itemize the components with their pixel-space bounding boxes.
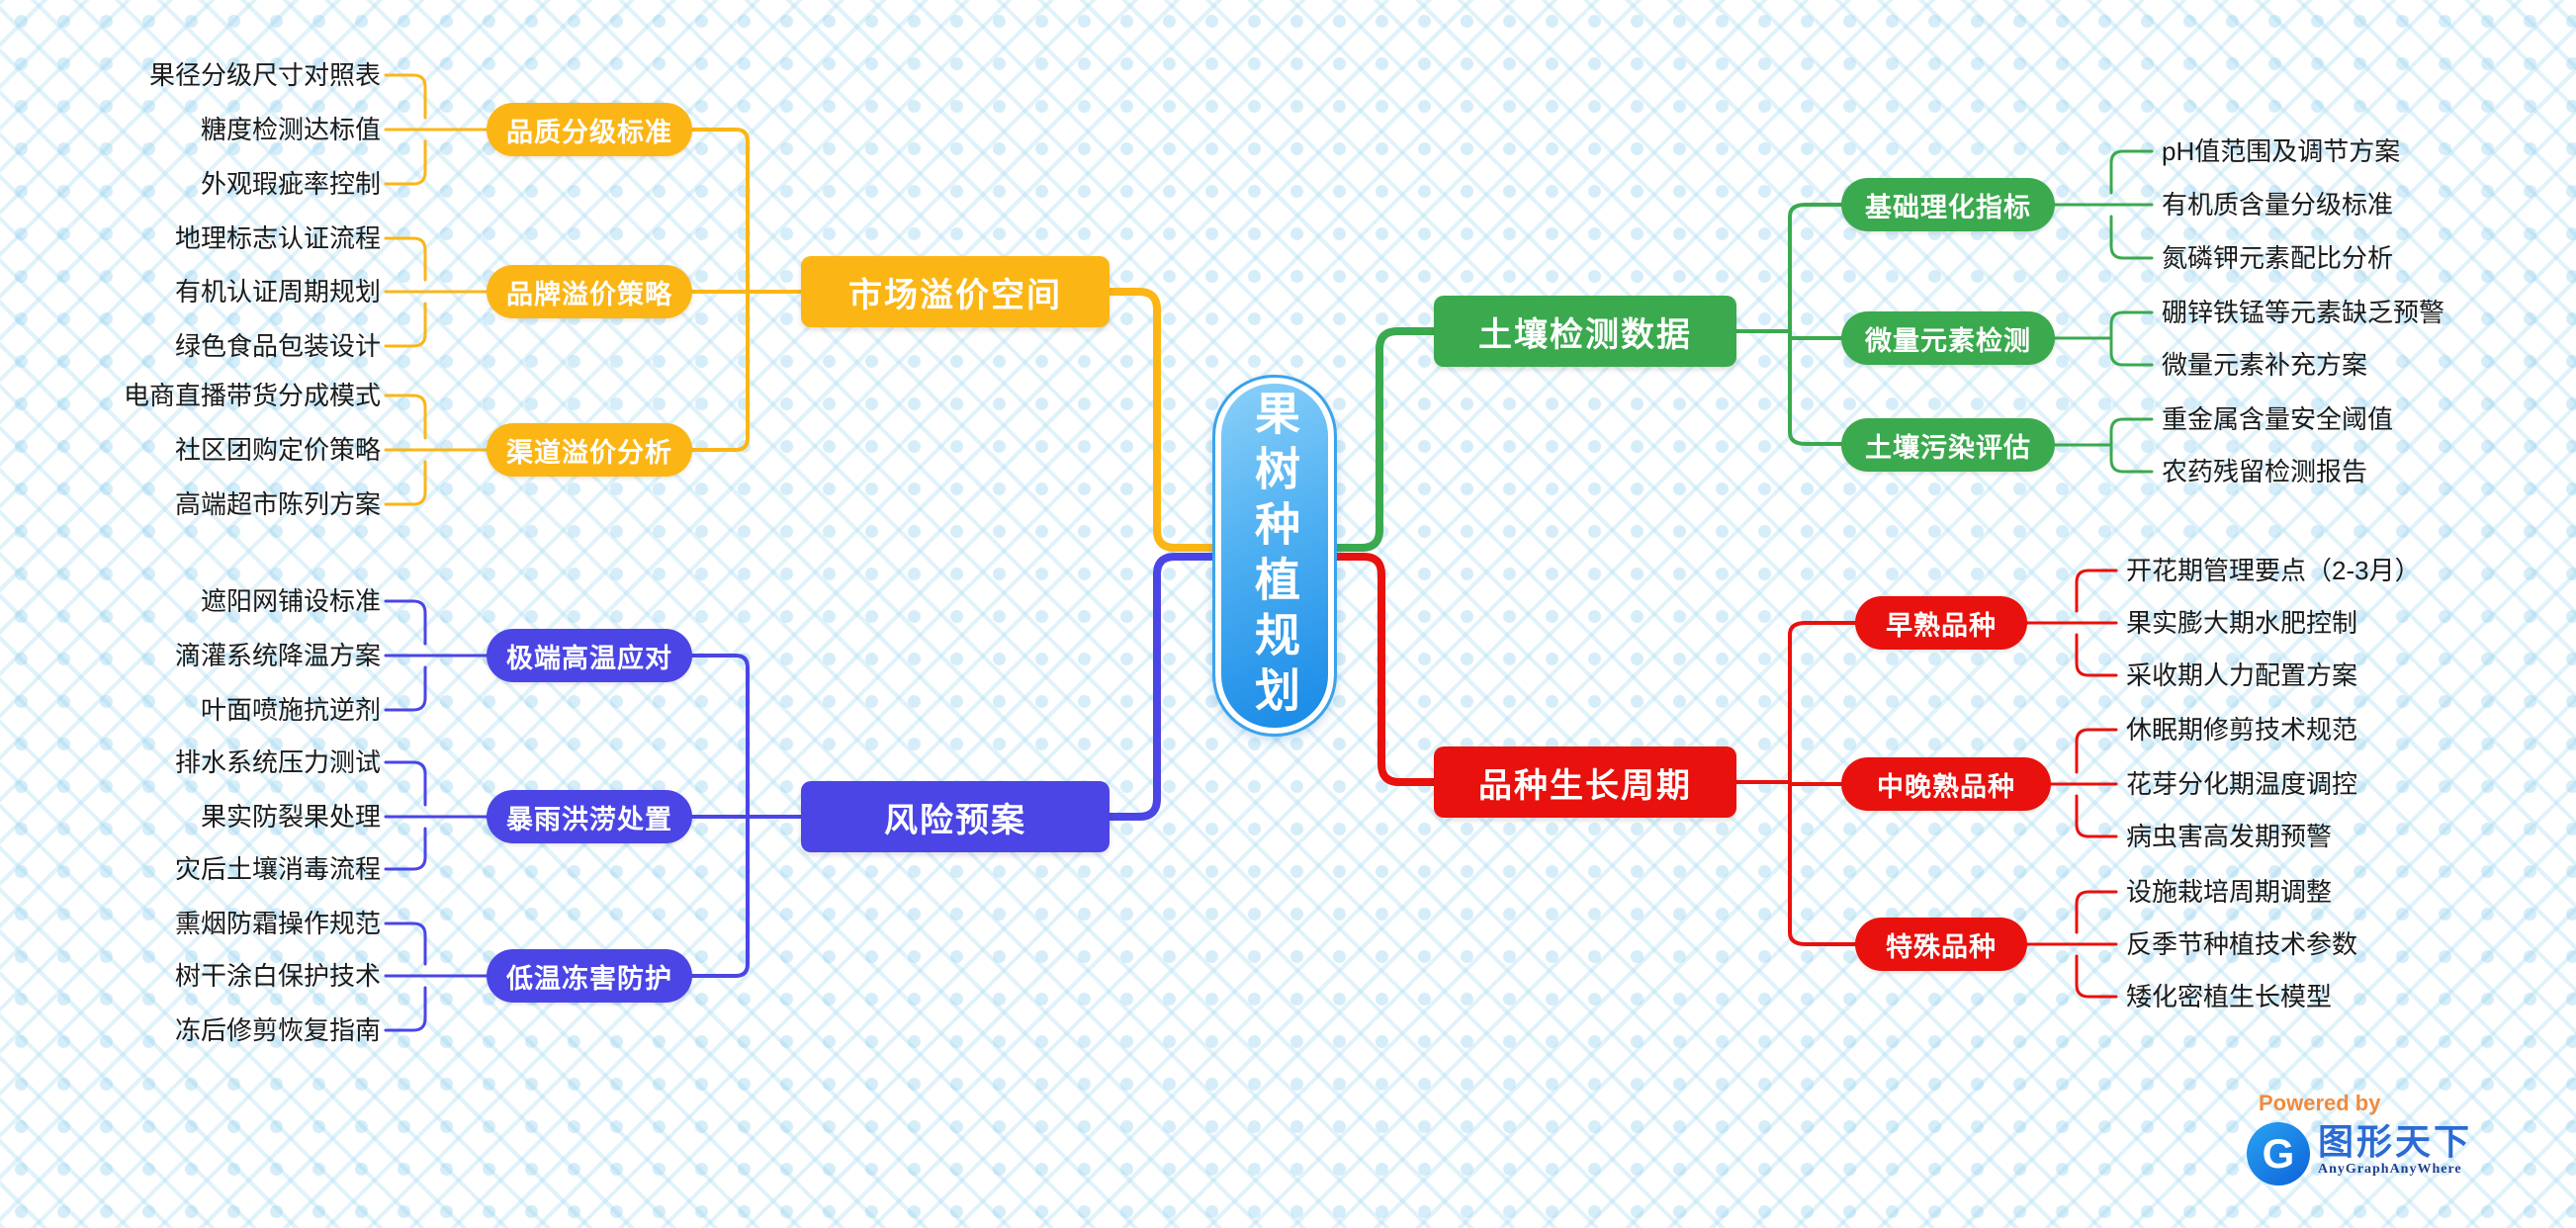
leaf-node[interactable]: 糖度检测达标值 bbox=[200, 115, 381, 144]
leaf-node[interactable]: 病虫害高发期预警 bbox=[2126, 822, 2333, 851]
leaf-node[interactable]: 农药残留检测报告 bbox=[2162, 457, 2368, 486]
leaf-node[interactable]: 灾后土壤消毒流程 bbox=[174, 854, 381, 884]
subtopic-frost-protection[interactable]: 低温冻害防护 bbox=[487, 949, 692, 1003]
leaf-node[interactable]: 外观瑕疵率控制 bbox=[200, 169, 381, 199]
leaf-node[interactable]: 熏烟防霜操作规范 bbox=[174, 909, 381, 938]
leaf-node[interactable]: 果实膨大期水肥控制 bbox=[2126, 608, 2358, 638]
root-label: 果树种植规划 bbox=[1249, 390, 1300, 722]
brand-logo-icon: G bbox=[2247, 1122, 2310, 1185]
subtopic-brand-premium[interactable]: 品牌溢价策略 bbox=[487, 265, 692, 318]
subtopic-rainstorm-flood[interactable]: 暴雨洪涝处置 bbox=[487, 790, 692, 843]
leaf-node[interactable]: 遮阳网铺设标准 bbox=[200, 586, 381, 616]
brand-name: 图形天下 bbox=[2318, 1121, 2473, 1162]
leaf-node[interactable]: 高端超市陈列方案 bbox=[174, 489, 381, 519]
subtopic-quality-grading[interactable]: 品质分级标准 bbox=[487, 103, 692, 156]
red-connectors bbox=[1325, 553, 2118, 999]
powered-by-label: Powered by bbox=[2259, 1091, 2381, 1115]
branch-risk-plan[interactable]: 风险预案 bbox=[801, 781, 1110, 852]
leaf-node[interactable]: 叶面喷施抗逆剂 bbox=[200, 695, 381, 725]
leaf-node[interactable]: 滴灌系统降温方案 bbox=[174, 641, 381, 670]
leaf-node[interactable]: 硼锌铁锰等元素缺乏预警 bbox=[2162, 298, 2445, 327]
leaf-node[interactable]: 有机质含量分级标准 bbox=[2162, 190, 2394, 219]
branch-market-premium[interactable]: 市场溢价空间 bbox=[801, 256, 1110, 327]
leaf-node[interactable]: 有机认证周期规划 bbox=[174, 277, 381, 307]
leaf-node[interactable]: 排水系统压力测试 bbox=[174, 747, 381, 777]
leaf-node[interactable]: 花芽分化期温度调控 bbox=[2126, 769, 2358, 799]
leaf-node[interactable]: pH值范围及调节方案 bbox=[2162, 136, 2401, 166]
yellow-connectors bbox=[384, 73, 1218, 552]
leaf-node[interactable]: 微量元素补充方案 bbox=[2162, 350, 2368, 380]
leaf-node[interactable]: 反季节种植技术参数 bbox=[2126, 929, 2358, 959]
subtopic-trace-elements[interactable]: 微量元素检测 bbox=[1841, 311, 2055, 365]
subtopic-extreme-heat[interactable]: 极端高温应对 bbox=[487, 629, 692, 682]
watermark[interactable]: Powered by G 图形天下 AnyGraphAnyWhere bbox=[2247, 1091, 2472, 1185]
leaf-node[interactable]: 设施栽培周期调整 bbox=[2126, 877, 2333, 907]
leaf-node[interactable]: 地理标志认证流程 bbox=[174, 223, 381, 253]
subtopic-special-varieties[interactable]: 特殊品种 bbox=[1855, 918, 2027, 971]
leaf-node[interactable]: 冻后修剪恢复指南 bbox=[174, 1015, 381, 1045]
leaf-node[interactable]: 氮磷钾元素配比分析 bbox=[2162, 243, 2394, 273]
leaf-node[interactable]: 果径分级尺寸对照表 bbox=[148, 60, 381, 90]
subtopic-midlate-varieties[interactable]: 中晚熟品种 bbox=[1841, 757, 2051, 811]
leaf-node[interactable]: 绿色食品包装设计 bbox=[174, 331, 381, 361]
leaf-node[interactable]: 树干涂白保护技术 bbox=[174, 961, 381, 991]
leaf-node[interactable]: 矮化密植生长模型 bbox=[2126, 982, 2333, 1011]
leaf-node[interactable]: 果实防裂果处理 bbox=[200, 802, 381, 832]
green-connectors bbox=[1325, 149, 2154, 552]
subtopic-basic-physchem[interactable]: 基础理化指标 bbox=[1841, 178, 2055, 231]
brand-tagline: AnyGraphAnyWhere bbox=[2318, 1161, 2462, 1177]
leaf-node[interactable]: 电商直播带货分成模式 bbox=[123, 381, 381, 410]
leaf-node[interactable]: 重金属含量安全阈值 bbox=[2162, 404, 2394, 434]
subtopic-channel-premium[interactable]: 渠道溢价分析 bbox=[487, 423, 692, 477]
leaf-node[interactable]: 开花期管理要点（2-3月） bbox=[2126, 556, 2421, 585]
leaf-node[interactable]: 采收期人力配置方案 bbox=[2126, 660, 2358, 690]
leaf-node[interactable]: 休眠期修剪技术规范 bbox=[2126, 715, 2358, 745]
leaf-node[interactable]: 社区团购定价策略 bbox=[174, 435, 381, 465]
branch-soil-data[interactable]: 土壤检测数据 bbox=[1434, 296, 1736, 367]
blue-connectors bbox=[384, 553, 1218, 1032]
subtopic-early-varieties[interactable]: 早熟品种 bbox=[1855, 596, 2027, 650]
subtopic-soil-pollution[interactable]: 土壤污染评估 bbox=[1841, 418, 2055, 472]
root-node[interactable]: 果树种植规划 bbox=[1212, 375, 1337, 737]
branch-growth-cycle[interactable]: 品种生长周期 bbox=[1434, 746, 1736, 818]
